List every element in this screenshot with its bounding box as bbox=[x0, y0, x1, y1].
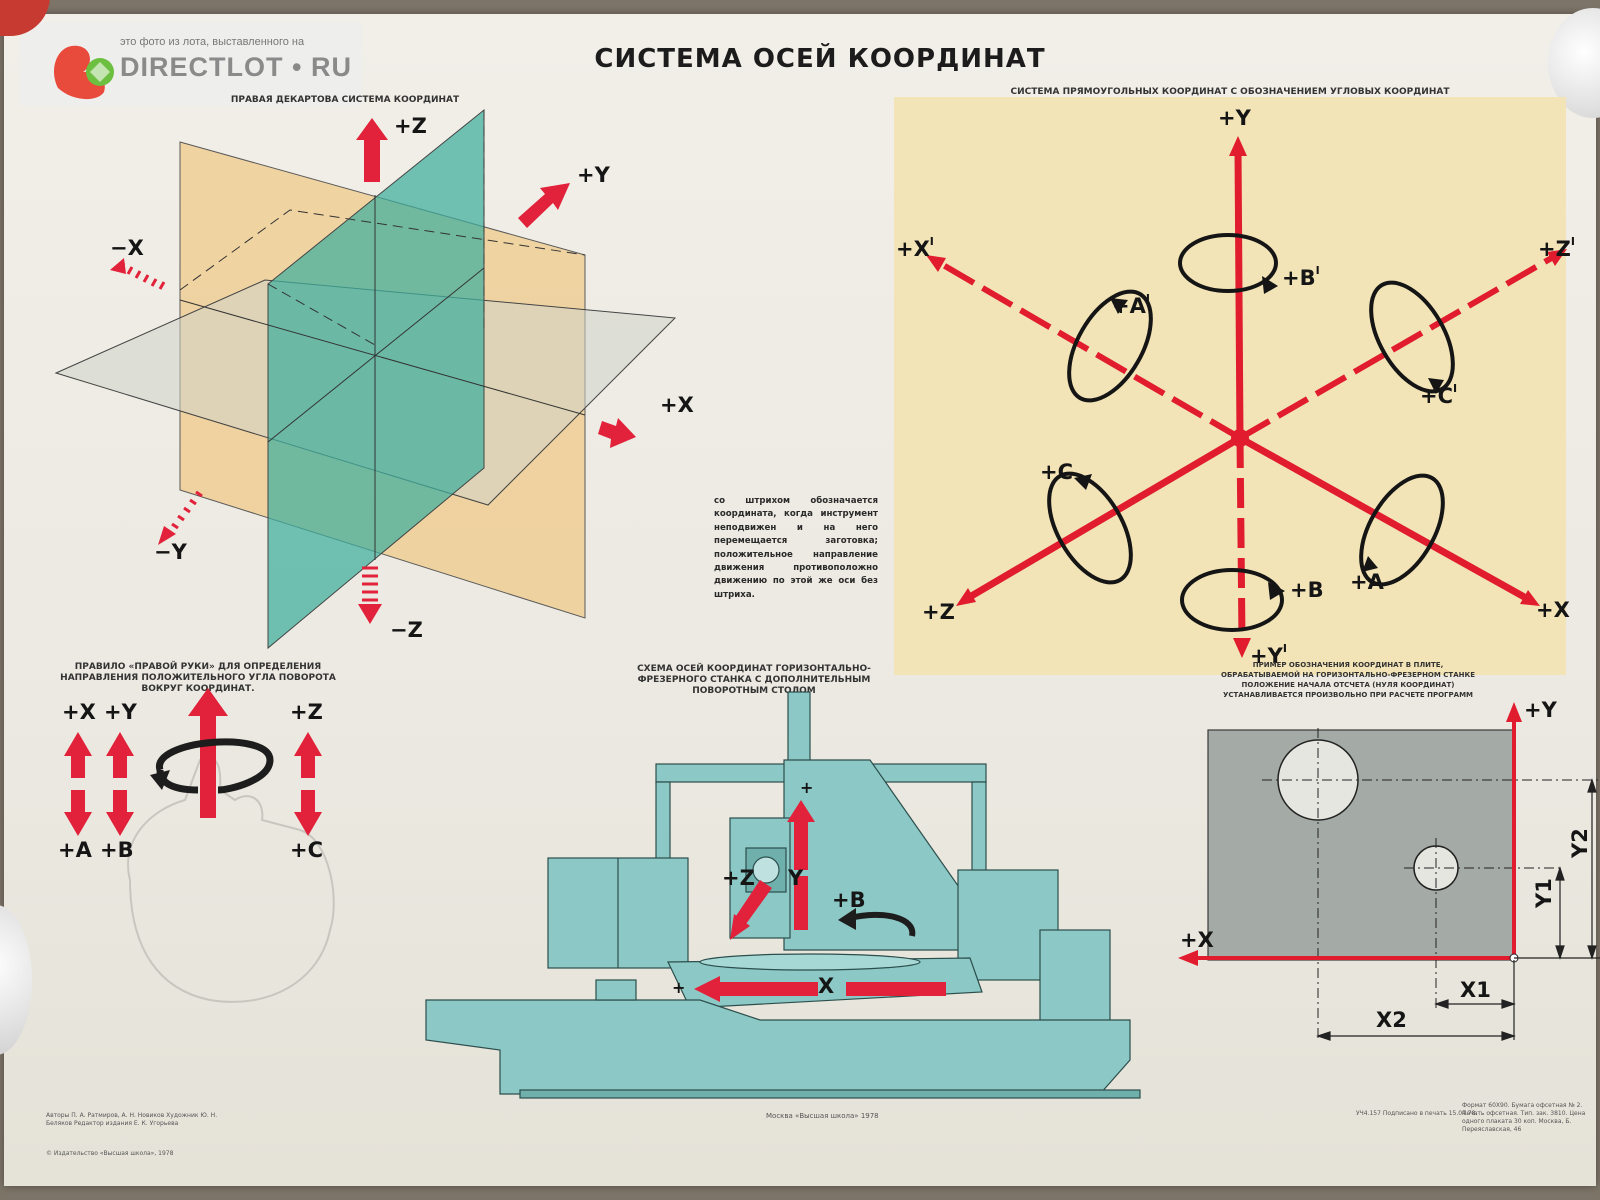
angular-label-plus-z-prime: +ZI bbox=[1538, 235, 1575, 261]
machine-label-plus: + bbox=[800, 778, 814, 797]
footer-publisher: Москва «Высшая школа» 1978 bbox=[766, 1112, 879, 1120]
right-hand-label-plus-x: +X bbox=[62, 700, 96, 724]
angular-label-plus-c: +C bbox=[1040, 460, 1074, 484]
rotation-a bbox=[1359, 473, 1445, 587]
angular-label-plus-y: +Y bbox=[1218, 106, 1251, 130]
machine-bed bbox=[425, 999, 1131, 1095]
right-hand-caption: ПРАВИЛО «ПРАВОЙ РУКИ» ДЛЯ ОПРЕДЕЛЕНИЯ НА… bbox=[60, 662, 336, 694]
footer-copyright: © Издательство «Высшая школа», 1978 bbox=[46, 1150, 174, 1157]
machine-label-x: X bbox=[818, 974, 835, 998]
machine-caption: СХЕМА ОСЕЙ КООРДИНАТ ГОРИЗОНТАЛЬНО-ФРЕЗЕ… bbox=[637, 664, 871, 696]
machine-z-arrow bbox=[730, 914, 750, 940]
angular-label-plus-a-prime: +AI bbox=[1112, 292, 1150, 318]
plate-label-y1: Y1 bbox=[1532, 878, 1556, 908]
angular-label-plus-z: +Z bbox=[922, 600, 955, 624]
y-axis-line bbox=[267, 267, 485, 443]
label-plus-y: +Y bbox=[577, 163, 610, 187]
plus-y-arrow bbox=[518, 183, 570, 228]
machine-b-arrow bbox=[838, 908, 856, 930]
axis-plus-x-prime-arrow bbox=[926, 255, 946, 272]
watermark-line1: это фото из лота, выставленного на bbox=[120, 36, 305, 48]
rotation-a-prime bbox=[1067, 289, 1153, 403]
watermark: это фото из лота, выставленного на DIREC… bbox=[20, 22, 362, 106]
angular-label-plus-x: +X bbox=[1536, 598, 1570, 622]
label-minus-x: −X bbox=[110, 236, 144, 260]
plate-label-x1: X1 bbox=[1460, 978, 1491, 1002]
right-hand-label-plus-b: +B bbox=[100, 838, 134, 862]
machine-label-b: +B bbox=[832, 888, 866, 912]
prime-note: со штрихом обозначается координата, когд… bbox=[714, 496, 878, 600]
footer-signed: УЧ4.157 Подписано в печать 15.04.78. bbox=[1356, 1110, 1478, 1117]
rotation-b-prime bbox=[1178, 233, 1278, 293]
angular-label-plus-y-prime: +YI bbox=[1250, 642, 1287, 668]
minus-x-arrow bbox=[118, 262, 166, 290]
angular-caption: СИСТЕМА ПРЯМОУГОЛЬНЫХ КООРДИНАТ С ОБОЗНА… bbox=[1010, 87, 1450, 97]
right-hand-label-plus-a: +A bbox=[58, 838, 92, 862]
axis-plus-z-arrow bbox=[956, 588, 976, 606]
machine-label-plus-left: + bbox=[672, 978, 686, 997]
machine-label-y: Y bbox=[788, 866, 804, 890]
rotation-b bbox=[1180, 568, 1284, 632]
right-hand-label-plus-z: +Z bbox=[290, 700, 323, 724]
axis-plus-y-prime-arrow bbox=[1233, 638, 1251, 658]
machine-y-arrow bbox=[787, 800, 815, 822]
hidden-edge bbox=[179, 209, 586, 291]
hand-outline bbox=[127, 756, 335, 1003]
machine-x-arrow bbox=[694, 976, 720, 1002]
angular-label-plus-b: +B bbox=[1290, 578, 1324, 602]
right-hand-label-plus-y: +Y bbox=[104, 700, 137, 724]
watermark-line2: DIRECTLOT • RU bbox=[120, 52, 352, 82]
machine-label-z: +Z bbox=[722, 866, 755, 890]
axis-plus-y-arrow bbox=[1229, 136, 1247, 156]
axis-plus-x-arrow bbox=[1520, 590, 1540, 606]
cartesian-caption: ПРАВАЯ ДЕКАРТОВА СИСТЕМА КООРДИНАТ bbox=[230, 95, 460, 105]
rotation-c-prime bbox=[1369, 280, 1455, 394]
rotation-c bbox=[1047, 471, 1133, 585]
plate-label-y2: Y2 bbox=[1568, 828, 1592, 858]
angular-label-plus-a: +A bbox=[1350, 570, 1384, 594]
hidden-edge-3 bbox=[267, 283, 376, 346]
minus-y-arrow bbox=[171, 490, 203, 530]
plate-plus-y-arrow bbox=[1506, 702, 1522, 722]
angular-label-plus-c-prime: +CI bbox=[1420, 382, 1458, 408]
plate bbox=[1207, 729, 1515, 961]
minus-z-arrow bbox=[362, 566, 378, 602]
axis-plus-z-prime-arrow bbox=[1547, 249, 1567, 266]
angular-label-plus-b-prime: +BI bbox=[1282, 264, 1320, 290]
plus-z-arrow bbox=[356, 118, 388, 182]
plate-label-x2: X2 bbox=[1376, 1008, 1407, 1032]
x-axis-line bbox=[179, 299, 586, 416]
footer-print-info: Формат 60Х90. Бумага офсетная № 2. Печат… bbox=[1462, 1102, 1586, 1133]
poster-title: СИСТЕМА ОСЕЙ КООРДИНАТ bbox=[594, 44, 1046, 74]
plate-plus-x-arrow bbox=[1178, 950, 1198, 966]
right-hand-label-plus-c: +C bbox=[290, 838, 324, 862]
footer-authors: Авторы П. А. Ратмиров, А. Н. Новиков Худ… bbox=[46, 1112, 218, 1127]
right-hand-axis-arrow bbox=[188, 688, 228, 818]
label-plus-x: +X bbox=[660, 393, 694, 417]
label-minus-z: −Z bbox=[390, 618, 423, 642]
label-plus-z: +Z bbox=[394, 114, 427, 138]
plate-label-plus-y: +Y bbox=[1524, 698, 1557, 722]
plus-x-arrow bbox=[598, 418, 636, 448]
plate-label-plus-x: +X bbox=[1180, 928, 1214, 952]
yz-plane bbox=[267, 108, 485, 650]
label-minus-y: −Y bbox=[154, 540, 187, 564]
plate-caption: ПРИМЕР ОБОЗНАЧЕНИЯ КООРДИНАТ В ПЛИТЕ, ОБ… bbox=[1221, 661, 1475, 699]
squirrel-logo-icon bbox=[54, 45, 114, 100]
angular-label-plus-x-prime: +XI bbox=[896, 235, 934, 261]
